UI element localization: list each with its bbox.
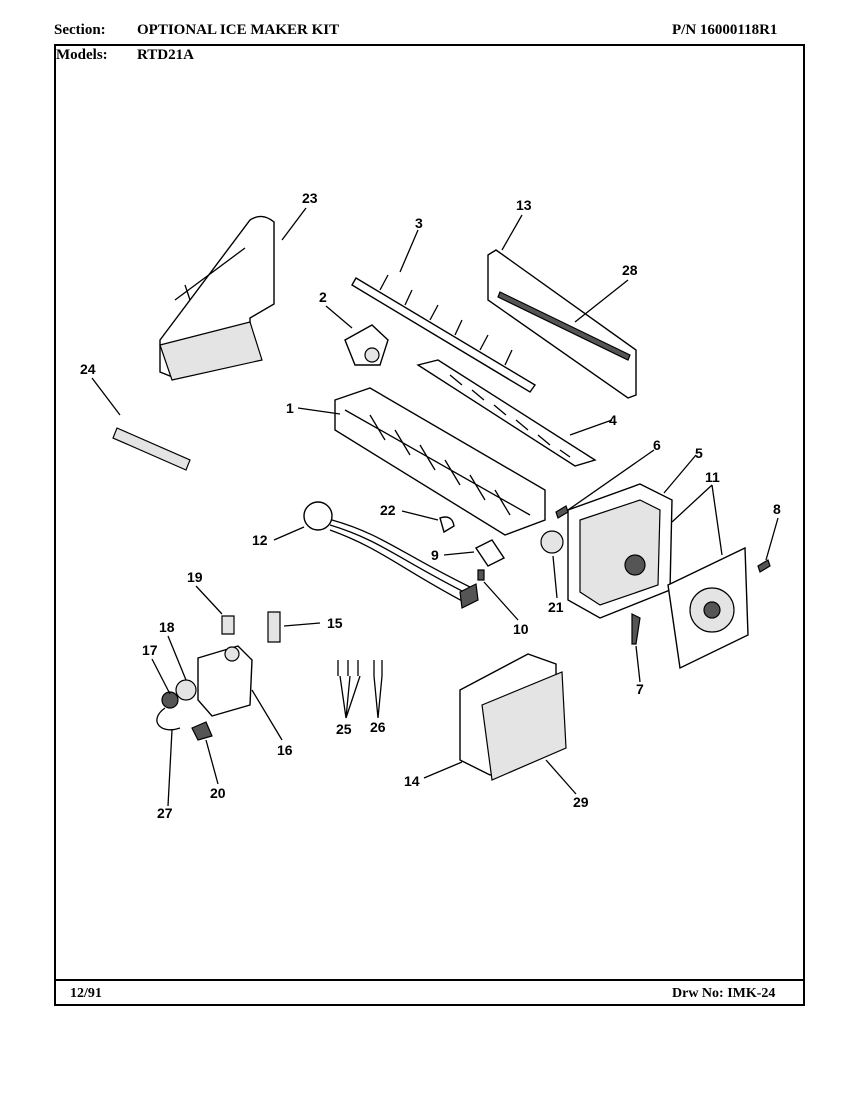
callout-numbers: 23 3 13 28 2 24 1 4 6 5 11 8 22 12 9 21 … — [80, 190, 781, 821]
callout-14: 14 — [404, 773, 420, 789]
part-12-harness — [303, 501, 479, 609]
callout-28: 28 — [622, 262, 638, 278]
part-9-clip — [474, 539, 506, 567]
callout-21: 21 — [548, 599, 564, 615]
callout-17: 17 — [142, 642, 158, 658]
drawing-number: Drw No: IMK-24 — [672, 986, 776, 1001]
callout-3: 3 — [415, 215, 423, 231]
callout-25: 25 — [336, 721, 352, 737]
callout-27: 27 — [157, 805, 173, 821]
part-5-housing — [567, 483, 673, 619]
callout-24: 24 — [80, 361, 96, 377]
models-label: Models: — [56, 47, 108, 63]
part-3-ejector — [351, 274, 537, 393]
callout-8: 8 — [773, 501, 781, 517]
callout-2: 2 — [319, 289, 327, 305]
part-4-stripper — [416, 359, 597, 467]
part-19-nut — [221, 615, 235, 635]
callout-29: 29 — [573, 794, 589, 810]
part-14-29-box — [459, 653, 567, 781]
callout-26: 26 — [370, 719, 386, 735]
part-24-tube — [112, 427, 191, 471]
callout-11: 11 — [705, 469, 720, 485]
callout-7: 7 — [636, 681, 644, 697]
part-6-screw — [555, 505, 569, 519]
part-21-gear — [540, 530, 564, 554]
part-13-28-heater — [487, 249, 637, 399]
drawing-frame — [54, 44, 805, 1006]
callout-20: 20 — [210, 785, 226, 801]
part-2-bracket — [344, 324, 389, 366]
part-10-screw — [477, 569, 485, 581]
callout-1: 1 — [286, 400, 294, 416]
callout-5: 5 — [695, 445, 703, 461]
part-1-mold — [334, 387, 546, 536]
callout-15: 15 — [327, 615, 343, 631]
part-number: P/N 16000118R1 — [672, 22, 778, 38]
part-8-screw — [757, 559, 771, 573]
part-22-cap — [439, 516, 455, 534]
callout-12: 12 — [252, 532, 268, 548]
callout-22: 22 — [380, 502, 396, 518]
callout-23: 23 — [302, 190, 318, 206]
part-23-bucket — [159, 215, 275, 381]
callout-16: 16 — [277, 742, 293, 758]
callout-4: 4 — [609, 412, 617, 428]
callout-6: 6 — [653, 437, 661, 453]
section-label: Section: — [54, 22, 106, 38]
callout-9: 9 — [431, 547, 439, 563]
footer-date: 12/91 — [70, 986, 102, 1001]
callout-18: 18 — [159, 619, 175, 635]
models-value: RTD21A — [137, 47, 194, 63]
part-7-screw — [631, 613, 641, 645]
footer-divider — [54, 979, 805, 981]
callout-10: 10 — [513, 621, 529, 637]
leader-lines — [91, 207, 779, 807]
callout-19: 19 — [187, 569, 203, 585]
part-15-coupling — [267, 611, 281, 643]
part-11-motor — [667, 546, 749, 670]
part-16-water-valve — [156, 645, 253, 731]
part-25-26-screws — [337, 660, 383, 676]
part-20-clamp — [191, 721, 213, 741]
callout-13: 13 — [516, 197, 532, 213]
section-title: OPTIONAL ICE MAKER KIT — [137, 22, 340, 38]
